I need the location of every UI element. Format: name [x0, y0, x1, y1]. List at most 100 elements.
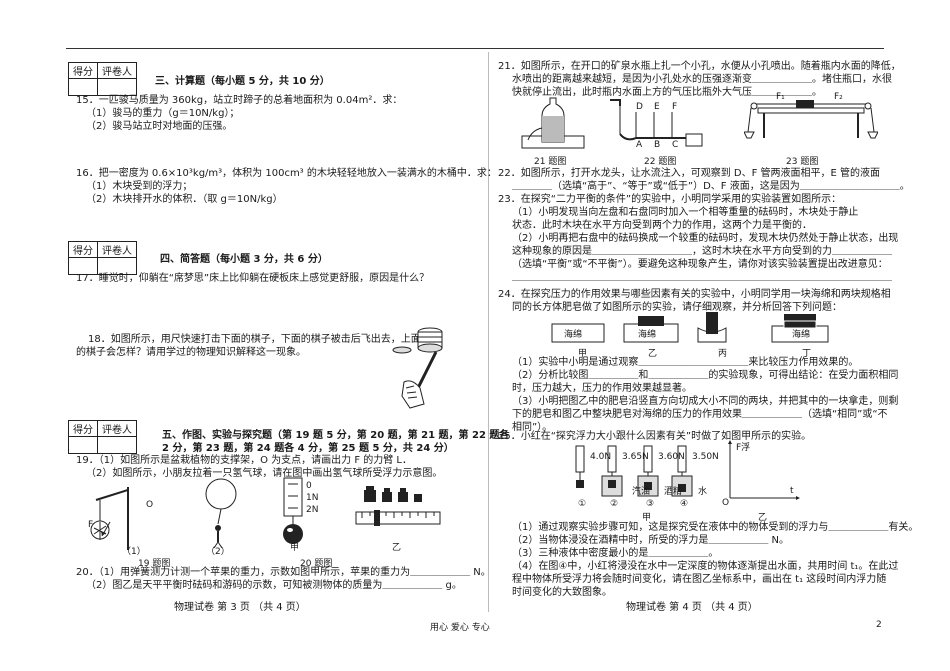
top-rule [66, 48, 884, 49]
q18-line: 的棋子会怎样？请用学过的物理知识解释这一现象。 [76, 347, 306, 358]
reading-3: 3.60N [658, 452, 685, 462]
q23-line: （1）小明发现当向左盘和右盘同时加入一个相等重量的砝码时，木块处于静止 [512, 207, 859, 218]
q24-part: （3）小明把图乙中的肥皂沿竖直方向切成大小不同的两块，并把其中的一块拿走，则剩 [512, 396, 899, 407]
q23-line: ＿＿＿＿＿＿＿＿＿＿＿＿＿＿＿＿＿＿＿＿＿＿＿＿＿＿＿＿＿＿＿＿＿＿＿＿＿＿ [512, 272, 892, 283]
sponge-experiment-figure [551, 312, 829, 343]
q24-line: 同的长方体肥皂做了如图所示的实验，请仔细观察，并分析回答下列问题： [512, 302, 842, 313]
scale-tick-2: 2N [306, 505, 319, 515]
q15-line: （1）骏马的重力（g＝10N/kg）； [86, 108, 240, 119]
q24-part: 下的肥皂和图乙中整块肥皂对海绵的压力的作用效果＿＿＿＿＿＿（选填“相同”或“不 [512, 409, 888, 420]
score-table-5: 得分 评卷人 [68, 420, 137, 454]
fig24-ding: 丁 [802, 349, 812, 359]
score-table-3: 得分 评卷人 [68, 62, 137, 96]
pipe-label-e: E [654, 102, 660, 112]
liquid-alcohol: 酒精 [664, 487, 683, 497]
pipe-label-d: D [636, 102, 643, 112]
q21-line: 21．如图所示，在开口的矿泉水瓶上扎一个小孔，水便从小孔喷出。随着瓶内水面的降低… [498, 61, 901, 72]
q21-line: 快就停止流出，此时瓶内水面上方的气压比瓶外大气压＿＿＿＿＿＿。 [512, 87, 822, 98]
scale-tick-1: 1N [306, 493, 319, 503]
page-number: 2 [876, 620, 882, 630]
q25-part: 时间变化的大致图象。 [512, 587, 612, 598]
q24-part: 时，压力越大，压力的作用效果越显著。 [512, 383, 692, 394]
balloon-figure [205, 478, 237, 548]
caption-19: 19 题图 [138, 559, 171, 569]
score-label: 得分 [68, 62, 98, 79]
q19-line: （2）如图所示，小朋友拉着一只氢气球，请在图中画出氢气球所受浮力示意图。 [86, 468, 443, 479]
section5-title: 五、作图、实验与探究题（第 19 题 5 分，第 20 题，第 21 题，第 2… [162, 430, 510, 441]
step-4: ④ [680, 499, 689, 509]
force-f2-label: F₂ [834, 92, 843, 102]
caption-21: 21 题图 [534, 157, 567, 167]
score-label: 得分 [68, 241, 98, 258]
score-table-4: 得分 评卷人 [68, 241, 137, 275]
two-force-table-figure [744, 100, 878, 139]
q20-line: （2）图乙是天平平衡时砝码和游码的示数，可知被测物体的质量为＿＿＿＿＿＿ g。 [86, 580, 462, 591]
section3-title: 三、计算题（每小题 5 分，共 10 分） [155, 76, 330, 87]
score-label: 得分 [68, 420, 98, 437]
pipe-label-f: F [672, 102, 678, 112]
watermark: 用心 爱心 专心 [430, 623, 490, 633]
sponge-label-ding: 海绵 [792, 330, 811, 340]
q19-line: 19．（1）如图所示是盆栽植物的支撑架，O 为支点，请画出力 F 的力臂 L． [76, 455, 412, 466]
chess-pieces-figure [392, 327, 443, 409]
fig19-sub1: （1） [122, 547, 146, 557]
axis-origin: O [722, 498, 730, 508]
q23-line: 状态．此时木块在水平方向受到两个力的作用，这两个力是平衡的． [512, 220, 812, 231]
q24-part: （2）分析比较图＿＿＿＿＿和＿＿＿＿＿＿的实验现象，可得出结论：在受力面积相同 [512, 370, 899, 381]
q16-line: （2）木块排开水的体积．（取 g＝10N/kg） [86, 194, 283, 205]
fig19-force-label: F [88, 520, 94, 530]
q23-line: 23．在探究“二力平衡的条件”的实验中，小明同学采用的实验装置如图所示： [498, 194, 842, 205]
q24-line: 24．在探究压力的作用效果与哪些因素有关的实验中，小明同学用一块海绵和两块规格相 [498, 289, 891, 300]
page-footer-4: 物理试卷 第 4 页 （共 4 页） [626, 602, 758, 613]
fig19-pivot-label: O [146, 500, 154, 510]
caption-22: 22 题图 [644, 157, 677, 167]
spring-scale-figure [283, 477, 303, 544]
axis-x-label: t [790, 486, 794, 496]
caption-20: 20 题图 [300, 559, 333, 569]
buoyancy-time-axes [728, 440, 800, 500]
sponge-label-jia: 海绵 [564, 330, 583, 340]
reading-4: 3.50N [692, 452, 719, 462]
q15-line: （2）骏马站立时对地面的压强。 [86, 121, 233, 132]
q23-line: （2）小明再把右盘中的砝码换成一个较重的砝码时，发现木块仍然处于静止状态，出现 [512, 233, 899, 244]
q20-line: 20．（1）用弹簧测力计测一个苹果的重力，示数如图甲所示，苹果的重力为＿＿＿＿＿… [76, 567, 491, 578]
fig24-jia: 甲 [578, 349, 588, 359]
section4-title: 四、简答题（每小题 3 分，共 6 分） [160, 254, 328, 265]
axis-y-label: F浮 [736, 443, 751, 453]
q23-line: 这种现象的原因是＿＿＿＿＿＿＿＿＿＿，这时木块在水平方向受到的力＿＿＿＿＿＿ [512, 246, 892, 257]
balance-weights-figure [355, 486, 441, 526]
fig20-yi: 乙 [392, 543, 402, 553]
q25-part: 程中物体所受浮力将会随时间变化，请在图乙坐标系中，画出在 t₁ 这段时间内浮力随 [512, 574, 887, 585]
q21-line: 水喷出的距离越来越短，是因为小孔处水的压强逐渐变＿＿＿＿＿＿。堵住瓶口，水很 [512, 74, 892, 85]
sponge-label-yi: 海绵 [638, 330, 657, 340]
q24-part: （1）实验中小明是通过观察＿＿＿＿＿＿＿＿＿＿＿来比较压力作用效果的。 [512, 357, 859, 368]
q17-text: 17．睡觉时，仰躺在“席梦思”床上比仰躺在硬板床上感觉更舒服，原因是什么？ [76, 273, 430, 284]
q25-part: （3）三种液体中密度最小的是＿＿＿＿＿＿。 [512, 548, 719, 559]
q24-part: 相同”）。 [512, 422, 553, 433]
step-3: ③ [646, 499, 655, 509]
q23-line: （选填“平衡”或“不平衡”）。要避免这种现象产生，请你对该实验装置提出改进意见： [512, 259, 888, 270]
liquid-water: 水 [698, 487, 708, 497]
q18-line: 18．如图所示，用尺快速打击下面的棋子，下面的棋子被击后飞出去，上面 [88, 334, 421, 345]
reading-1: 4.0N [590, 452, 612, 462]
fig25-yi: 乙 [758, 513, 768, 523]
liquid-gasoline: 汽油 [632, 487, 651, 497]
step-2: ② [610, 499, 619, 509]
pipe-label-c: C [672, 140, 679, 150]
column-divider [488, 52, 489, 612]
plant-support-figure [90, 487, 129, 550]
grader-label: 评卷人 [97, 62, 137, 79]
q25-part: （2）当物体浸没在酒精中时，所受的浮力是＿＿＿＿＿＿ N。 [512, 535, 790, 546]
pipes-figure [610, 99, 703, 147]
fig20-jia: 甲 [290, 543, 300, 553]
grader-label: 评卷人 [97, 420, 137, 437]
reading-2: 3.65N [622, 452, 649, 462]
q16-line: （1）木块受到的浮力； [86, 181, 193, 192]
water-bottle-figure [521, 97, 585, 149]
q16-line: 16．把一密度为 0.6×10³kg/m³，体积为 100cm³ 的木块轻轻地放… [76, 168, 497, 179]
fig19-sub2: （2） [206, 547, 230, 557]
q25-part: （1）通过观察实验步骤可知，这是探究受在液体中的物体受到的浮力与＿＿＿＿＿＿有关… [512, 522, 919, 533]
fig24-bing: 丙 [718, 349, 728, 359]
page-footer-3: 物理试卷 第 3 页 （共 4 页） [174, 602, 306, 613]
buoyancy-scales-figure [575, 445, 693, 497]
